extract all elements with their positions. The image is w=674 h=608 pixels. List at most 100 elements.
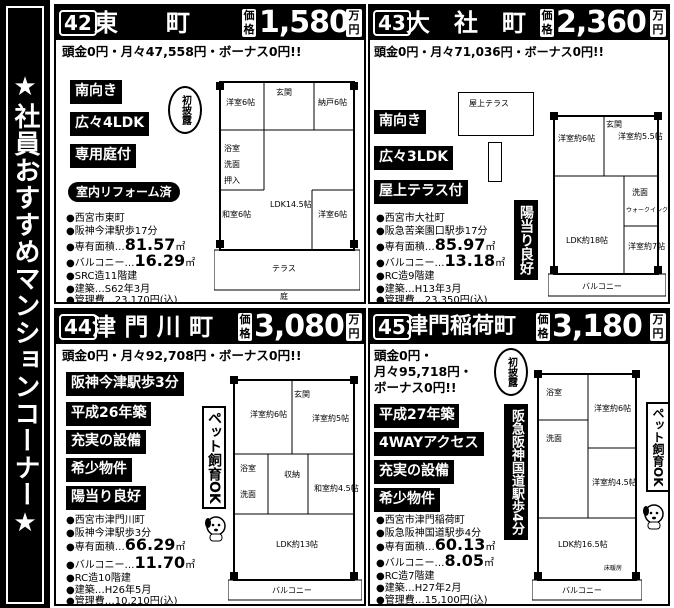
spec-built: ●建築…S62年3月 (66, 284, 151, 295)
feature-badge: 屋上テラス付 (374, 180, 468, 204)
room-label: 洋室6帖 (226, 98, 256, 107)
room-label: 洗面 (546, 434, 562, 443)
balcony-value: 8.05 (444, 551, 485, 570)
room-label: バルコニー (582, 282, 622, 291)
spec-address: ●西宮市津門川町 (66, 515, 145, 526)
spec-area: ●専有面積…60.13㎡ (376, 535, 496, 554)
spec-structure: ●RC造7階建 (376, 571, 435, 582)
spec-built: ●建築…H26年5月 (66, 585, 152, 596)
roof-terrace-plan: 屋上テラス (458, 92, 534, 136)
spec-fee: ●管理費…23,170円(込) (66, 295, 178, 304)
price-unit: 万円 (346, 9, 362, 37)
floor-plan: 洋室約6帖 玄関 洋室約5.5帖 洗面 ウォークインクローゼット LDK約18帖… (548, 96, 668, 302)
room-label: 洋室約6帖 (250, 410, 288, 419)
listing-town: 大 社 町 (406, 9, 526, 37)
room-label: 浴室 (240, 464, 256, 473)
balcony-value: 13.18 (444, 251, 496, 270)
room-label: 洗面 (632, 188, 648, 197)
spec-fee: ●管理費…10,210円(込) (66, 596, 178, 606)
spec-fee: ●管理費…15,100円(込) (376, 595, 488, 606)
room-label: 和室6帖 (222, 210, 252, 219)
feature-badge: 広々4LDK (70, 112, 150, 136)
listing-number: 42 (59, 10, 97, 36)
room-label: 庭 (280, 292, 288, 301)
balcony-value: 16.29 (134, 251, 186, 270)
spec-area: ●専有面積…81.57㎡ (66, 235, 186, 254)
feature-badge: 平成26年築 (66, 402, 152, 426)
floor-plan-lines (228, 376, 362, 601)
spec-address: ●西宮市大社町 (376, 213, 445, 224)
side-banner-frame: ★社員おすすめマンションコーナー★ (6, 6, 44, 604)
room-label: LDK約18帖 (566, 236, 609, 245)
payment-terms: 頭金0円・月々47,558円・ボーナス0円!! (62, 44, 302, 59)
price-unit: 万円 (346, 313, 362, 341)
listing-price: 3,080 (254, 309, 345, 344)
feature-badge: 陽当り良好 (66, 486, 146, 510)
payment-terms-line: 月々95,718円・ (374, 364, 473, 379)
room-label: テラス (272, 264, 296, 273)
room-label: 浴室 (224, 144, 240, 153)
spec-access: ●阪神今津駅歩3分 (66, 528, 152, 539)
room-label: 洋室約6帖 (558, 134, 596, 143)
side-title: ★社員おすすめマンションコーナー★ (10, 71, 40, 539)
listing-header: 44 津 門 川 町 価格 3,080 万円 (56, 310, 364, 344)
reform-ribbon: 室内リフォーム済 (68, 182, 180, 202)
listing-town: 津門稲荷町 (406, 314, 517, 339)
listing-town: 東 町 (94, 9, 190, 37)
room-label: 洗面 (224, 160, 240, 169)
listing-header: 43 大 社 町 価格 2,360 万円 (370, 6, 668, 40)
spec-built: ●建築…H27年2月 (376, 583, 462, 594)
spec-balcony: ●バルコニー…13.18㎡ (376, 251, 506, 270)
spec-balcony: ●バルコニー…16.29㎡ (66, 251, 196, 270)
first-showing-badge: 初披露 (168, 86, 202, 134)
payment-terms: 頭金0円・月々92,708円・ボーナス0円!! (62, 348, 302, 363)
side-banner: ★社員おすすめマンションコーナー★ (0, 0, 50, 608)
listing-price: 1,580 (259, 5, 350, 40)
room-label: 玄関 (606, 120, 622, 129)
feature-badge: 南向き (70, 80, 122, 104)
feature-badge: 充実の設備 (374, 460, 454, 484)
room-label: 洋室約6帖 (594, 404, 632, 413)
payment-terms-line: ボーナス0円!! (374, 380, 457, 395)
spec-access: ●阪急阪神国道駅歩4分 (376, 528, 482, 539)
spec-structure: ●RC造10階建 (66, 573, 131, 584)
room-label: 玄関 (276, 88, 292, 97)
room-label: LDK14.5帖 (270, 200, 312, 209)
spec-address: ●西宮市東町 (66, 213, 125, 224)
listing-town: 津 門 川 町 (92, 313, 214, 341)
spec-area: ●専有面積…66.29㎡ (66, 535, 186, 554)
listing-price: 3,180 (552, 309, 643, 344)
stair-plan (488, 142, 502, 182)
floor-plan-lines (548, 112, 666, 297)
room-label: 床暖房 (604, 565, 623, 572)
first-showing-badge: 初披露 (494, 348, 528, 396)
listing-42[interactable]: 42 東 町 価格 1,580 万円 頭金0円・月々47,558円・ボーナス0円… (54, 4, 366, 304)
room-label: 洋室約4.5帖 (592, 478, 637, 487)
spec-balcony: ●バルコニー…11.70㎡ (66, 553, 196, 572)
room-label: LDK約13帖 (276, 540, 319, 549)
spec-structure: ●RC造9階建 (376, 271, 435, 282)
room-label: ウォークインクローゼット (626, 207, 669, 214)
payment-terms-line: 頭金0円・ (374, 348, 433, 363)
station-access-badge: 阪急阪神国道駅歩4分 (504, 404, 528, 541)
room-label: 浴室 (546, 388, 562, 397)
listing-number: 45 (373, 314, 411, 340)
spec-access: ●阪急苦楽園口駅歩17分 (376, 226, 488, 237)
area-value: 66.29 (124, 535, 176, 554)
feature-badge: 広々3LDK (374, 146, 454, 170)
listing-header: 45 津門稲荷町 価格 3,180 万円 (370, 310, 668, 344)
spec-access: ●阪神今津駅歩17分 (66, 226, 158, 237)
listing-44[interactable]: 44 津 門 川 町 価格 3,080 万円 頭金0円・月々92,708円・ボー… (54, 308, 366, 606)
listing-43[interactable]: 43 大 社 町 価格 2,360 万円 頭金0円・月々71,036円・ボーナス… (368, 4, 670, 304)
listing-header: 42 東 町 価格 1,580 万円 (56, 6, 364, 40)
feature-badge: 南向き (374, 110, 426, 134)
floor-plan: 浴室 洋室約6帖 洗面 洋室約4.5帖 LDK約16.5帖 床暖房 バルコニー (532, 368, 642, 604)
feature-badge: 平成27年築 (374, 404, 460, 428)
spec-fee: ●管理費…23,350円(込) (376, 295, 488, 304)
price-label: 価格 (540, 9, 554, 37)
pet-ok-badge: ペット飼育OK (646, 402, 668, 492)
feature-badge: 希少物件 (374, 488, 440, 512)
sunny-badge: 陽当り良好 (514, 200, 538, 280)
listing-45[interactable]: 45 津門稲荷町 価格 3,180 万円 頭金0円・ 月々95,718円・ ボー… (368, 308, 670, 606)
dog-icon (205, 516, 226, 542)
